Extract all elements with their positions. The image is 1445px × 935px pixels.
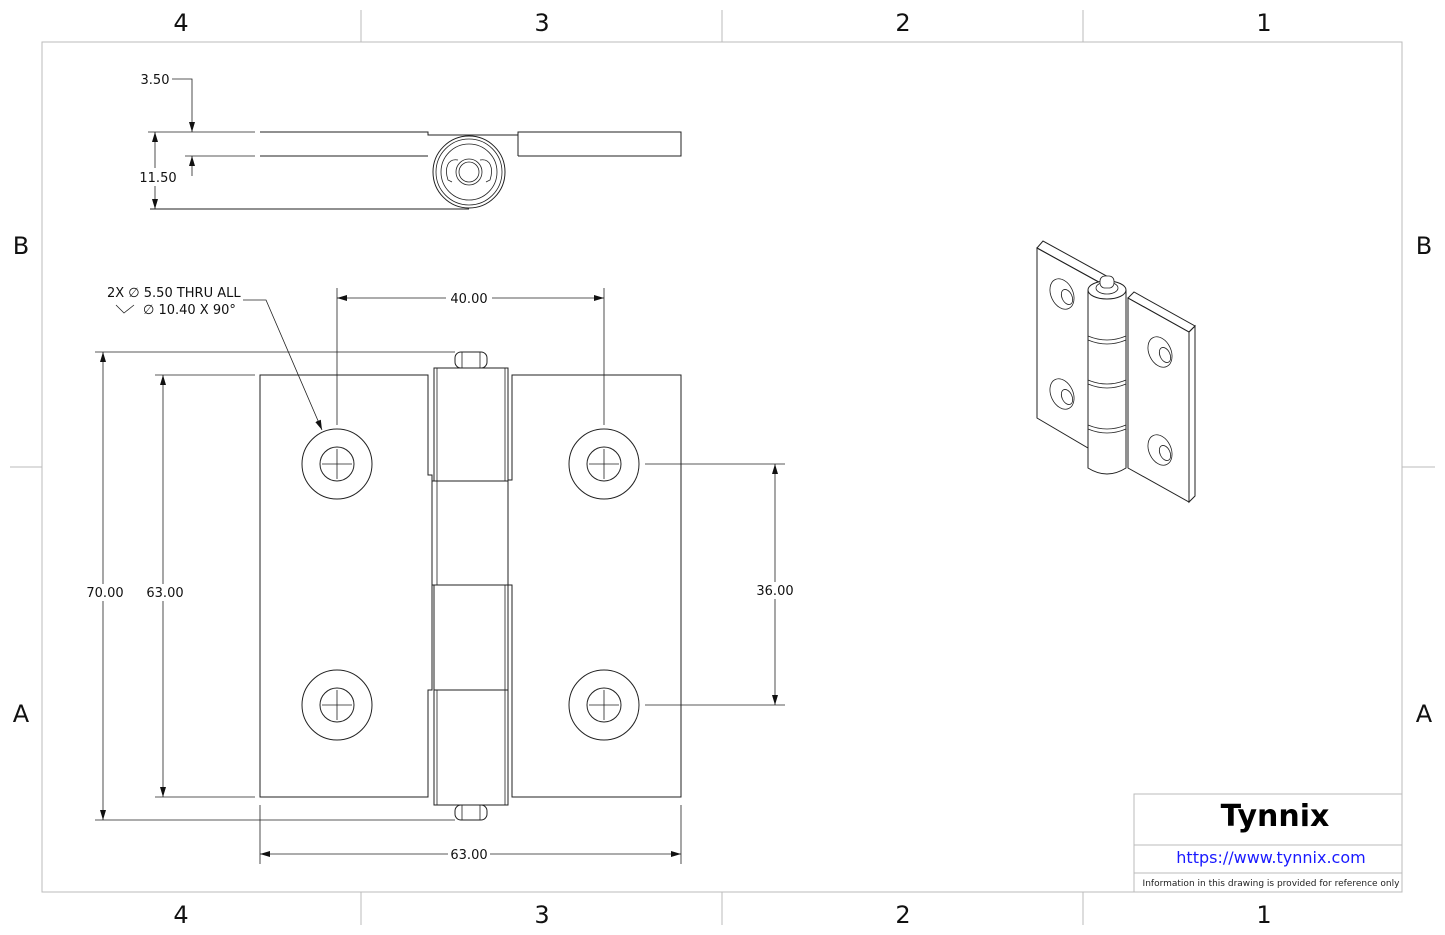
zone-col-2-bottom: 2 — [895, 901, 910, 929]
zone-col-1-top: 1 — [1256, 9, 1271, 37]
zone-col-2-top: 2 — [895, 9, 910, 37]
zone-row-b-right: B — [1416, 232, 1432, 260]
hole-callout-line1: 2X ∅ 5.50 THRU ALL — [107, 286, 241, 301]
top-view: 11.50 3.50 — [134, 73, 682, 210]
sheet-frame — [10, 10, 1435, 925]
title-block: Tynnix https://www.tynnix.com Informatio… — [1133, 793, 1403, 893]
dim-overall-width: 63.00 — [450, 848, 487, 863]
dim-thickness: 3.50 — [141, 73, 170, 88]
dim-closed-height: 11.50 — [139, 171, 176, 186]
dim-leaf-height: 63.00 — [146, 586, 183, 601]
hole-bottom-right — [568, 669, 640, 741]
dim-overall-height: 70.00 — [86, 586, 123, 601]
disclaimer-text: Information in this drawing is provided … — [1143, 879, 1401, 889]
zone-row-b-left: B — [13, 232, 29, 260]
zone-col-4-bottom: 4 — [173, 901, 188, 929]
zone-col-4-top: 4 — [173, 9, 188, 37]
zone-col-3-bottom: 3 — [534, 901, 549, 929]
zone-labels: 4 3 2 1 4 3 2 1 B B A A — [13, 9, 1433, 929]
isometric-view — [1036, 240, 1196, 504]
dim-hole-spacing-h: 40.00 — [450, 292, 487, 307]
zone-col-3-top: 3 — [534, 9, 549, 37]
zone-row-a-left: A — [13, 700, 30, 728]
zone-col-1-bottom: 1 — [1256, 901, 1271, 929]
zone-row-a-right: A — [1416, 700, 1433, 728]
front-view: 40.00 70.00 63.00 36.00 63.00 2X ∅ 5.50 … — [84, 286, 796, 864]
hole-bottom-left — [301, 669, 373, 741]
company-name: Tynnix — [1221, 799, 1330, 834]
countersink-symbol-icon — [115, 304, 135, 314]
company-url-link[interactable]: https://www.tynnix.com — [1176, 848, 1365, 867]
dim-hole-spacing-v: 36.00 — [756, 584, 793, 599]
hole-top-left — [301, 428, 373, 500]
hole-callout-line2: ∅ 10.40 X 90° — [143, 303, 236, 318]
hole-top-right — [568, 428, 640, 500]
